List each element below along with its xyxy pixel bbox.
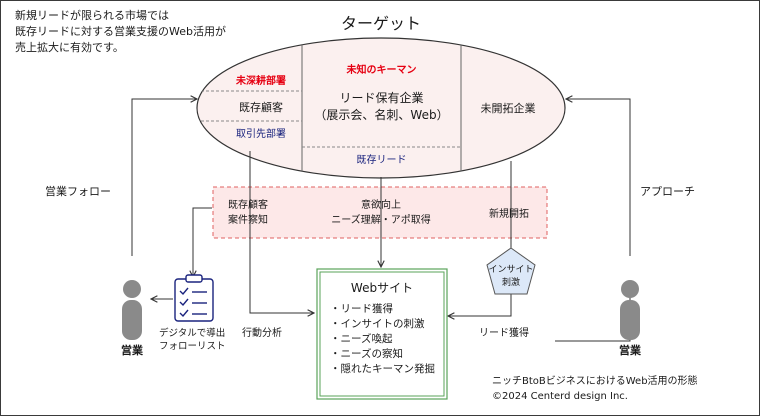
unknown-keyman-label: 未知のキーマン: [346, 65, 417, 76]
existing-customers-label: 既存顧客: [239, 101, 283, 114]
sales-follow-label: 営業フォロー: [45, 185, 111, 198]
sales-right-label: 営業: [619, 344, 641, 357]
band-motivation-label: 意欲向上: [361, 200, 401, 211]
lead-sources-label: （展示会、名刺、Web）: [314, 108, 449, 122]
approach-label: アプローチ: [640, 185, 695, 198]
band-new-label: 新規開拓: [489, 209, 529, 220]
footer-caption: ニッチBtoBビジネスにおけるWeb活用の形態: [492, 376, 698, 387]
lead-acquisition-label: リード獲得: [479, 328, 529, 339]
footer-copyright: ©2024 Centerd design Inc.: [492, 391, 628, 402]
digital-list-line-2: フォローリスト: [159, 341, 226, 352]
intro-line-2: 既存リードに対する営業支援のWeb活用が: [15, 25, 226, 38]
insight-to-web-arrow: [448, 294, 512, 316]
band-to-list-arrow: [193, 207, 212, 277]
website-title: Webサイト: [350, 281, 414, 295]
existing-leads-label: 既存リード: [356, 155, 407, 166]
action-analysis-arrow: [249, 151, 314, 313]
stimulate-label: 刺激: [501, 278, 520, 288]
digital-list-line-1: デジタルで導出: [159, 328, 226, 339]
insight-label: インサイト: [488, 265, 534, 275]
intro-line-1: 新規リードが限られる市場では: [15, 9, 169, 22]
clipboard-icon: [174, 274, 214, 322]
website-benefit-item: インサイトの刺激: [330, 317, 435, 332]
website-benefit-item: ニーズの察知: [330, 347, 435, 362]
sales-left-label: 営業: [121, 344, 143, 357]
band-existing-label: 既存顧客: [228, 200, 268, 211]
website-benefit-item: 隠れたキーマン発掘: [330, 362, 436, 377]
approach-arrow: [566, 99, 631, 256]
untapped-companies-label: 未開拓企業: [480, 102, 536, 115]
intro-line-3: 売上拡大に有効です。: [15, 41, 124, 54]
target-dividers: [197, 38, 462, 178]
website-benefits-list: リード獲得 インサイトの刺激 ニーズ喚起 ニーズの察知 隠れたキーマン発掘: [330, 302, 436, 377]
action-analysis-label: 行動分析: [242, 328, 282, 339]
client-dept-label: 取引先部署: [236, 129, 286, 140]
sales-lead-arrow: [555, 291, 631, 342]
website-benefit-item: リード獲得: [330, 302, 435, 317]
insight-pentagon: [486, 247, 536, 295]
sales-person-left-icon: [122, 280, 142, 340]
sales-person-right-icon: [620, 280, 640, 340]
sales-follow-arrow: [131, 99, 197, 256]
unexplored-dept-label: 未深耕部署: [236, 76, 286, 87]
lead-companies-label: リード保有企業: [339, 91, 424, 105]
website-benefit-item: ニーズ喚起: [330, 332, 435, 347]
band-needs-label: ニーズ理解・アポ取得: [331, 215, 431, 226]
activity-band: [212, 186, 548, 239]
target-title: ターゲット: [340, 14, 421, 33]
band-detect-label: 案件察知: [228, 215, 268, 226]
